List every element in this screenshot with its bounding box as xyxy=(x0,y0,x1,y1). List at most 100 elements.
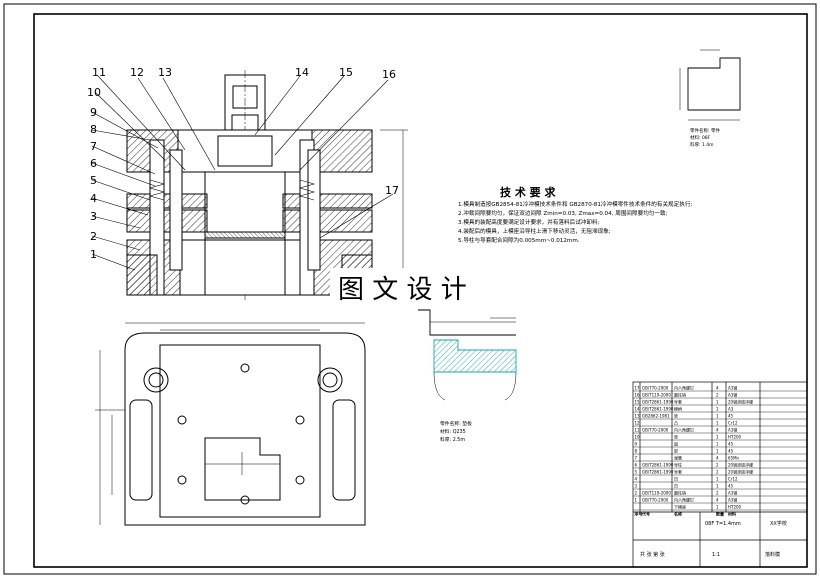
callout-7: 7 xyxy=(90,140,97,153)
bom-cell-qty: 2 xyxy=(716,393,719,398)
bom-cell-qty: 1 xyxy=(716,414,719,419)
die-section-view xyxy=(126,70,408,300)
svg-text:材料: Q235: 材料: Q235 xyxy=(440,428,466,435)
bom-cell-code: GB/T2861-1990 xyxy=(642,470,674,475)
drawing-name: 落料模 xyxy=(765,551,780,558)
bom-cell-qty: 4 xyxy=(716,498,719,503)
bom-cell-name: 导套 xyxy=(674,399,682,405)
scale: 1:1 xyxy=(712,552,720,558)
bom-cell-mat: 45 xyxy=(728,442,734,447)
callout-13: 13 xyxy=(158,66,172,79)
callout-3: 3 xyxy=(90,210,97,223)
part-notes-top-right: 零件名称: 零件 材料: 08F 料厚: 1.4m xyxy=(690,127,720,148)
svg-text:料厚: 1.4m: 料厚: 1.4m xyxy=(690,141,714,148)
callout-10: 10 xyxy=(87,86,101,99)
bom-cell-qty: 1 xyxy=(716,449,719,454)
callout-11: 11 xyxy=(92,66,106,79)
tech-req-item-2: 2.冲裁间隙要均匀，保证双边间隙 Zmin=0.03, Zmax=0.04, 周… xyxy=(458,209,668,217)
bom-cell-name: 凹 xyxy=(674,477,678,482)
bom-cell-name: 内六角螺钉 xyxy=(674,497,694,503)
bom-cell-qty: 2 xyxy=(716,463,719,468)
bom-cell-mat: HT200 xyxy=(728,435,742,440)
tech-req-item-4: 4.装配后的模具，上模座沿导柱上滑下移动灵活，无阻滞现象; xyxy=(458,227,611,235)
bom-cell-qty: 1 xyxy=(716,505,719,510)
bom-cell-code: GB/T119-2000 xyxy=(642,393,671,398)
bom-cell-no: 2 xyxy=(635,491,638,496)
bom-cell-mat: A3 xyxy=(728,407,734,412)
part-notes-mid: 零件名称: 垫板 材料: Q235 料厚: 2.5m xyxy=(440,420,472,443)
bom-cell-mat: 65Mn xyxy=(728,456,740,461)
bom-cell-name: 圆柱销 xyxy=(674,490,686,496)
bom-cell-no: 1 xyxy=(635,498,638,503)
school-name: XX学校 xyxy=(770,520,787,527)
bom-cell-name: 导套 xyxy=(674,469,682,475)
bom-cell-qty: 1 xyxy=(716,477,719,482)
bom-cell-qty: 1 xyxy=(716,442,719,447)
bom-cell-mat: A3钢 xyxy=(728,427,737,433)
bom-cell-qty: 4 xyxy=(716,428,719,433)
bom-cell-code: GB/T70-2000 xyxy=(642,386,669,391)
bom-cell-qty: 4 xyxy=(716,386,719,391)
tech-req-item-1: 1.模具制造按GB2854-81冷冲模技术条件和 GB2870-81冷冲模零件技… xyxy=(458,200,692,208)
bom-cell-name: 弹簧 xyxy=(674,455,682,461)
bom-cell-name: 凸 xyxy=(674,421,678,426)
bom-header-mat: 材料 xyxy=(727,511,736,517)
bom-cell-qty: 2 xyxy=(716,470,719,475)
callout-12: 12 xyxy=(130,66,144,79)
bom-cell-qty: 1 xyxy=(716,435,719,440)
bom-cell-qty: 2 xyxy=(716,491,719,496)
bom-cell-no: 15 xyxy=(635,400,641,405)
bom-cell-mat: 20钢渗碳淬硬 xyxy=(728,469,753,475)
detail-die-insert xyxy=(418,309,517,401)
bom-cell-name: 内六角螺钉 xyxy=(674,385,694,391)
bom-cell-no: 16 xyxy=(635,393,641,398)
bom-cell-no: 17 xyxy=(635,386,641,391)
bom-cell-mat: Cr12 xyxy=(728,421,738,426)
bom-cell-code: GB/T2861-1990 xyxy=(642,400,674,405)
bom-cell-mat: 20钢渗碳淬硬 xyxy=(728,462,753,468)
bom-header-code: 代号 xyxy=(641,511,650,517)
callout-4: 4 xyxy=(90,192,97,205)
bom-cell-code: GB/T119-2000 xyxy=(642,491,671,496)
title-block-text: 落料模 08F T=1.4mm XX学校 1:1 共 张 第 张 xyxy=(640,520,787,558)
bom-cell-mat: 20钢渗碳淬硬 xyxy=(728,399,753,405)
bom-cell-mat: 45 xyxy=(728,414,734,419)
bom-cell-mat: A3钢 xyxy=(728,385,737,391)
inner-frame xyxy=(33,13,808,568)
bom-header-qty: 数量 xyxy=(715,511,724,517)
callout-9: 9 xyxy=(90,106,97,119)
bom-cell-mat: HT200 xyxy=(728,505,742,510)
bom-cell-no: 4 xyxy=(635,477,638,482)
callout-1: 1 xyxy=(90,248,97,261)
bom-cell-qty: 4 xyxy=(716,456,719,461)
bom-cell-mat: A3钢 xyxy=(728,497,737,503)
bom-cell-no: 3 xyxy=(635,484,638,489)
callout-15: 15 xyxy=(339,66,353,79)
part-drawing-top-right xyxy=(679,49,741,121)
watermark-box xyxy=(330,268,480,306)
callout-6: 6 xyxy=(90,157,97,170)
bom-cell-mat: 45 xyxy=(728,449,734,454)
bom-cell-name: 下模座 xyxy=(674,504,686,510)
bom-cell-mat: A3钢 xyxy=(728,490,737,496)
bom-cell-name: 垫 xyxy=(674,434,678,440)
bom-cell-no: 12 xyxy=(635,421,641,426)
tech-req-title: 技 术 要 求 xyxy=(500,185,556,199)
bom-cell-name: 内六角螺钉 xyxy=(674,427,694,433)
svg-text:零件名称: 垫板: 零件名称: 垫板 xyxy=(440,420,472,427)
sheet-count: 共 张 第 张 xyxy=(640,551,665,558)
callout-16: 16 xyxy=(382,68,396,81)
bom-cell-qty: 1 xyxy=(716,484,719,489)
callout-14: 14 xyxy=(295,66,309,79)
callout-leaders xyxy=(91,75,394,271)
bom-cell-no: 7 xyxy=(635,456,638,461)
watermark-text: 图 文 设 计 xyxy=(338,275,467,305)
bom-cell-qty: 1 xyxy=(716,400,719,405)
bom-cell-no: 8 xyxy=(635,449,638,454)
bom-cell-name: 圆柱销 xyxy=(674,392,686,398)
outer-border xyxy=(3,3,817,575)
bom-cell-no: 5 xyxy=(635,470,638,475)
bom-cell-no: 14 xyxy=(635,407,641,412)
bom-cell-no: 9 xyxy=(635,442,638,447)
callout-numbers: 1 2 3 4 5 6 7 8 9 10 11 12 13 14 15 16 1… xyxy=(87,66,399,261)
